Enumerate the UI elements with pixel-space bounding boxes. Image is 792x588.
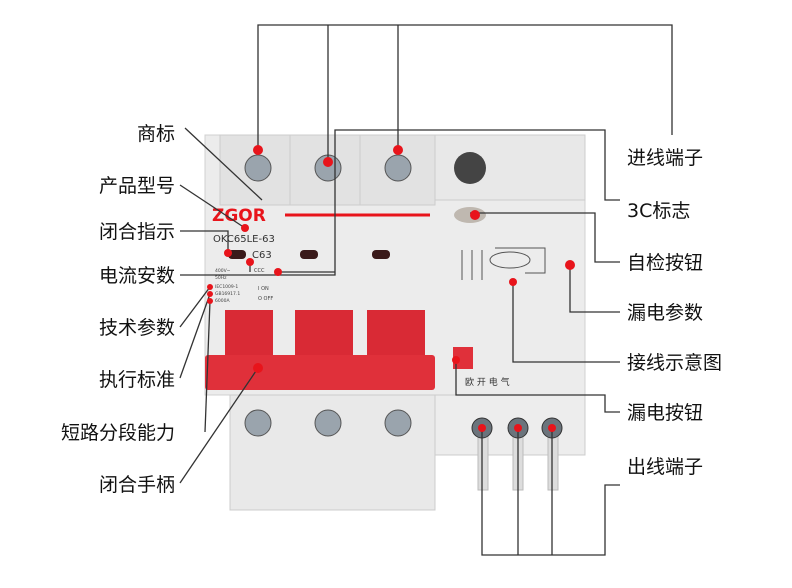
breaker-device: ZGOR OKC65LE-63 C63 CCC 400V~ 50Hz IEC10…: [204, 134, 586, 511]
closing-indicator: [228, 250, 246, 259]
standard: GB16917.1: [215, 291, 240, 297]
right-labels: 进线端子 3C标志 自检按钮 漏电参数 接线示意图 漏电按钮 出线端子: [627, 147, 722, 478]
label-standard: 执行标准: [99, 369, 175, 391]
label-self-test-button: 自检按钮: [627, 252, 703, 274]
wiring-schematic: [461, 247, 546, 280]
leakage-button[interactable]: [453, 347, 473, 369]
label-3c-mark: 3C标志: [627, 200, 690, 222]
label-closing-handle: 闭合手柄: [99, 474, 175, 496]
on-mark: I ON: [258, 286, 269, 292]
tech-param: 400V~: [215, 268, 231, 274]
maker-name: 欧 开 电 气: [465, 376, 510, 388]
label-output-terminal: 出线端子: [627, 456, 703, 478]
callout-dots: [207, 145, 575, 432]
label-tech-params: 技术参数: [99, 317, 175, 339]
current-rating: C63: [252, 250, 272, 261]
label-leakage-params: 漏电参数: [627, 302, 703, 324]
label-trademark: 商标: [137, 123, 175, 145]
label-leakage-button: 漏电按钮: [627, 402, 703, 424]
label-model: 产品型号: [99, 175, 175, 197]
label-current-rating: 电流安数: [99, 265, 175, 287]
lower-screws: [244, 409, 412, 437]
cccmark: CCC: [254, 268, 265, 274]
closing-handle[interactable]: [205, 355, 435, 390]
label-wiring-diagram: 接线示意图: [627, 352, 722, 374]
label-closing-indicator: 闭合指示: [99, 221, 175, 243]
test-hole: [454, 152, 486, 184]
brand-logo: ZGOR: [212, 206, 266, 226]
breaking-capacity: 6000A: [215, 298, 230, 304]
leader-lines: [179, 24, 673, 556]
tech-param: 50Hz: [215, 275, 227, 281]
standard: IEC1009-1: [215, 284, 238, 290]
model-number: OKC65LE-63: [213, 234, 275, 245]
off-mark: O OFF: [258, 296, 273, 302]
label-input-terminal: 进线端子: [627, 147, 703, 169]
left-labels: 商标 产品型号 闭合指示 电流安数 技术参数 执行标准 短路分段能力 闭合手柄: [61, 123, 175, 496]
label-breaking-capacity: 短路分段能力: [61, 422, 175, 444]
